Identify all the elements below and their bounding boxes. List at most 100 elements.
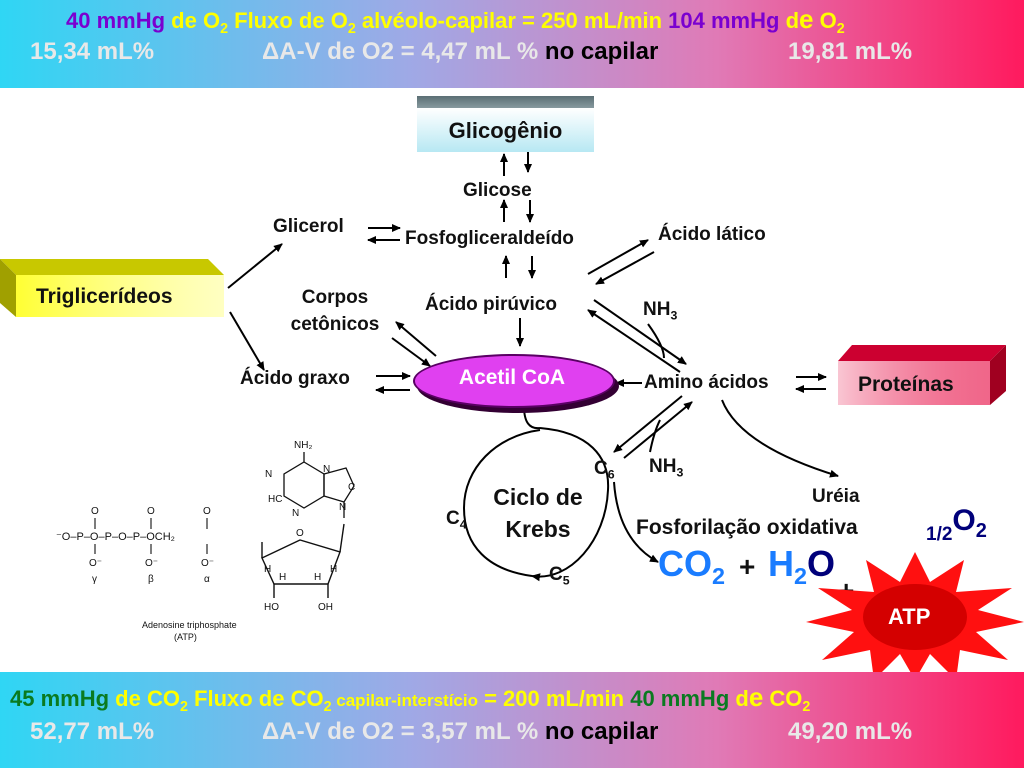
c4-label: C4 [446, 508, 467, 530]
interstitial-pco2: 45 mmHg [10, 686, 110, 711]
proteinas-label: Proteínas [858, 373, 954, 396]
bottom-banner-right: 49,20 mL% [788, 718, 912, 746]
o2-text: O [813, 8, 837, 33]
nh3-text: NH [649, 456, 677, 477]
ciclo-label: Ciclo de [493, 484, 583, 510]
arrow-krebs-to-co2 [613, 481, 659, 563]
acetil-krebs-connector [523, 405, 541, 430]
o-bottom: O⁻ [201, 558, 214, 569]
fluxo-co2-value: = 200 mL/min [477, 686, 631, 711]
fosfogliceraldeido-label: Fosfogliceraldeído [405, 228, 574, 249]
half-o2-label: 1/2O2 [926, 504, 987, 546]
arrow-corpos-to-acetil [391, 337, 431, 367]
oh-label: OH [318, 602, 333, 613]
n-label: N [339, 502, 346, 513]
bottom-banner-line1: 45 mmHg de CO2 Fluxo de CO2 capilar-inte… [10, 682, 811, 715]
krebs-cycle-arc-left [462, 429, 541, 577]
ring-h: H [279, 572, 286, 583]
subscript: 2 [975, 520, 987, 542]
no-capilar-label: no capilar [538, 38, 659, 65]
nh3-text: NH [643, 299, 671, 320]
trigliceridios-label: Triglicerídeos [36, 285, 173, 308]
o-bottom: O⁻ [145, 558, 158, 569]
alveolar-po2: 40 mmHg [66, 8, 166, 33]
beta-label: β [148, 574, 154, 585]
acido-piruvico-label: Ácido pirúvico [425, 294, 557, 315]
acido-latico-label: Ácido lático [658, 224, 766, 245]
ho-label: HO [264, 602, 279, 613]
ring-h: H [330, 564, 337, 575]
glicerol-label: Glicerol [273, 216, 344, 237]
subscript: 4 [459, 517, 467, 532]
co2-product: CO2 [658, 543, 725, 588]
oxygen-text: O [807, 543, 836, 584]
capilar-intersticio-label: capilar-interstício [331, 691, 478, 710]
o-top: O [147, 506, 155, 517]
nh2-text: NH₂ [294, 440, 312, 451]
carbon-text: C [446, 508, 460, 529]
arrow-latico-to-piruvico [595, 251, 655, 285]
oxygen-text: O [952, 504, 976, 537]
arrow-trig-to-glicerol [227, 243, 283, 289]
hc-label: HC [268, 494, 282, 505]
arrow-amino-to-piruvico [587, 309, 681, 373]
n-label: N [323, 464, 330, 475]
subscript: 2 [802, 699, 811, 715]
arrow-c6-to-amino [623, 401, 693, 459]
atp-core [863, 584, 967, 650]
nh3-top-label: NH3 [643, 299, 677, 321]
subscript: 2 [220, 21, 229, 37]
fluxo-label: Fluxo de O [228, 8, 348, 33]
ring-h: H [264, 564, 271, 575]
cetonicos-label: cetônicos [290, 314, 380, 335]
delta-av-o2: ΔA-V de O2 = 4,47 mL % [262, 38, 539, 65]
subscript: 2 [323, 699, 332, 715]
ch-label: CH [348, 482, 356, 493]
atp-caption: Adenosine triphosphate [142, 620, 237, 630]
fluxo-value: alvéolo-capilar = 250 mL/min [355, 8, 669, 33]
subscript: 2 [836, 21, 845, 37]
de-text-big: e [748, 682, 764, 712]
bottom-banner-line2: 52,77 mL% [30, 718, 154, 746]
h2o-product: H2O [768, 543, 836, 588]
acido-graxo-label: Ácido graxo [240, 368, 350, 389]
arrow-trig-to-graxo [229, 311, 265, 371]
atp-burst [806, 552, 1024, 680]
glicogenio-box: Glicogênio [417, 96, 594, 154]
subscript: 5 [562, 573, 570, 588]
subscript: 2 [794, 563, 808, 590]
subscript: 2 [712, 563, 726, 590]
capillary-pco2: 40 mmHg [630, 686, 730, 711]
carbon-text: C [594, 458, 608, 479]
de-co2-label: de CO [109, 686, 180, 711]
bottom-banner-delta: ΔA-V de O2 = 3,57 mL % no capilar [262, 718, 658, 746]
fluxo-co2-label: Fluxo de CO [187, 686, 324, 711]
subscript: 6 [607, 467, 615, 482]
corpos-label: Corpos [301, 287, 369, 308]
fosforilacao-label: Fosforilação oxidativa [636, 516, 858, 539]
co2-content-right: 49,20 mL% [788, 718, 913, 745]
co2-content-left: 52,77 mL% [30, 718, 155, 745]
plus-sign: + [739, 551, 756, 582]
alpha-label: α [204, 574, 210, 585]
c5-label: C5 [549, 564, 570, 586]
o-top: O [203, 506, 211, 517]
glicogenio-label: Glicogênio [448, 118, 563, 143]
arrow-piruvico-to-amino [593, 299, 687, 365]
atp-label: ATP [888, 604, 931, 629]
arrow-piruvico-to-latico [587, 239, 649, 275]
krebs-label: Krebs [505, 516, 571, 542]
acetil-coa-ellipse [413, 354, 615, 408]
trigliceridios-box [0, 259, 224, 317]
krebs-cycle-arc-right [531, 427, 610, 582]
bottom-banner: 45 mmHg de CO2 Fluxo de CO2 capilar-inte… [0, 672, 1024, 768]
arrow-amino-to-c6 [613, 395, 683, 453]
top-banner-right: 19,81 mL% [788, 38, 912, 66]
top-banner-line2: 15,34 mL% [30, 38, 154, 66]
atp-caption-abbr: (ATP) [174, 632, 197, 642]
subscript: 3 [670, 308, 678, 323]
c6-label: C6 [594, 458, 615, 480]
delta-av-co2: ΔA-V de O2 = 3,57 mL % [262, 718, 539, 745]
nh3-bottom-curve [649, 419, 661, 453]
phosphate-chain: ⁻O–P–O–P–O–P–OCH₂ [56, 531, 175, 543]
